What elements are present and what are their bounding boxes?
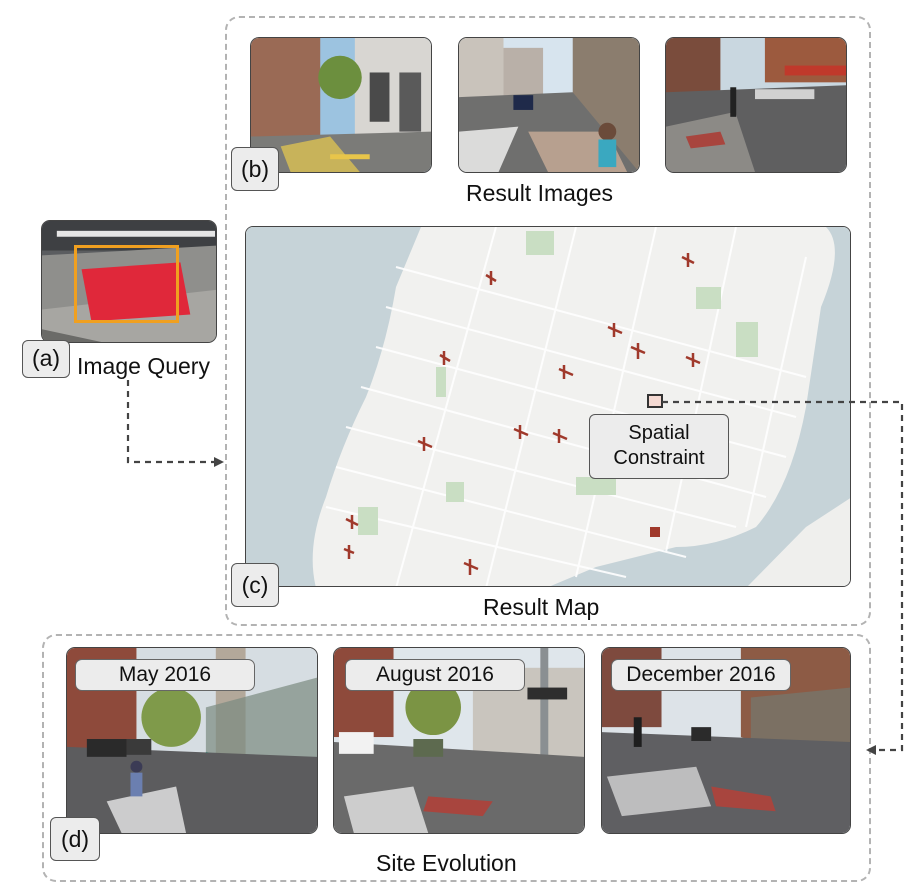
date-label-december-2016: December 2016 [611, 659, 791, 691]
result-map[interactable] [245, 226, 851, 587]
query-image [41, 220, 217, 343]
image-query-caption: Image Query [77, 353, 210, 379]
spatial-constraint-label: Spatial Constraint [589, 414, 729, 479]
result-image-2[interactable] [458, 37, 640, 173]
panel-c-tag: (c) [231, 563, 279, 607]
date-label-august-2016: August 2016 [345, 659, 525, 691]
result-image-1[interactable] [250, 37, 432, 173]
result-image-3[interactable] [665, 37, 847, 173]
query-region-box[interactable] [74, 245, 179, 323]
result-images-caption: Result Images [466, 180, 614, 206]
query-to-results-arrow [126, 380, 224, 467]
panel-d-tag: (d) [50, 817, 100, 861]
spatial-constraint-line2: Constraint [613, 447, 705, 469]
result-map-caption: Result Map [483, 594, 600, 620]
spatial-constraint-line1: Spatial [628, 422, 690, 444]
panel-b-tag: (b) [231, 147, 279, 191]
site-evolution-caption: Site Evolution [376, 850, 517, 876]
panel-a-tag: (a) [22, 340, 70, 378]
date-label-may-2016: May 2016 [75, 659, 255, 691]
site-evolution-group-box [42, 634, 871, 882]
results-group-box [225, 16, 871, 626]
